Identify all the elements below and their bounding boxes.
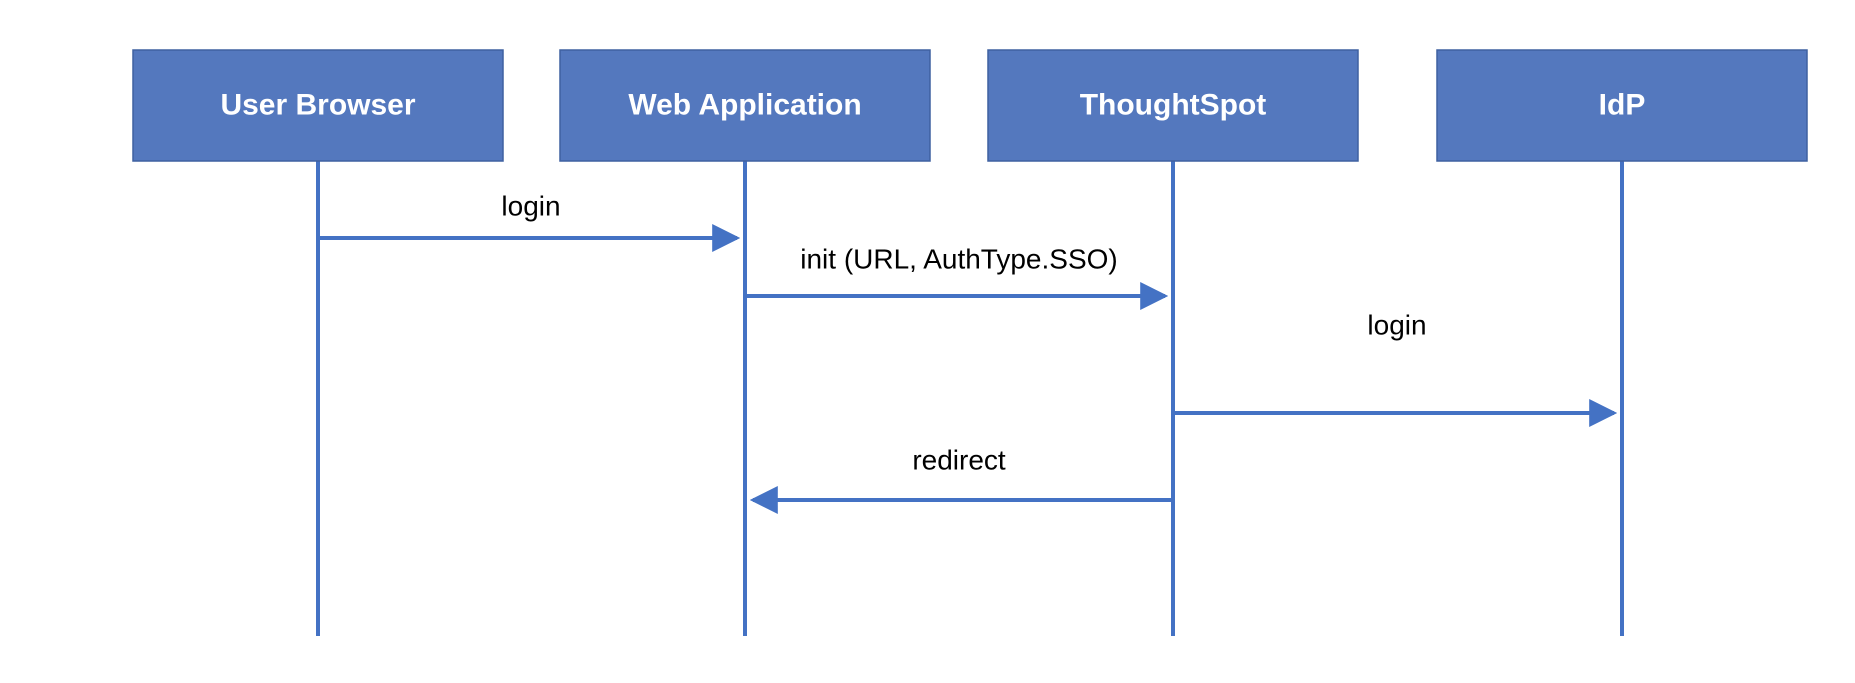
participant-box-user-browser[interactable] [132,49,504,162]
participant-label-web-application: Web Application [628,88,861,121]
lifelines-group [316,161,1624,636]
msg-login-thoughtspot-to-idp-label: login [1367,309,1426,340]
participant-box-idp[interactable] [1436,49,1808,162]
messages-group: login init (URL, AuthType.SSO) login redire… [318,190,1618,514]
msg-login-browser-to-webapp-label: login [501,190,560,221]
participant-box-thoughtspot[interactable] [987,49,1359,162]
participant-label-thoughtspot: ThoughtSpot [1080,88,1267,121]
participant-box-web-application[interactable] [559,49,931,162]
msg-redirect-thoughtspot-to-webapp-label: redirect [912,444,1006,475]
participant-label-idp: IdP [1599,88,1646,121]
participant-label-user-browser: User Browser [220,88,415,121]
msg-init-webapp-to-thoughtspot-label: init (URL, AuthType.SSO) [800,243,1117,274]
participants-group: User Browser Web Application ThoughtSpot Id… [132,49,1808,162]
